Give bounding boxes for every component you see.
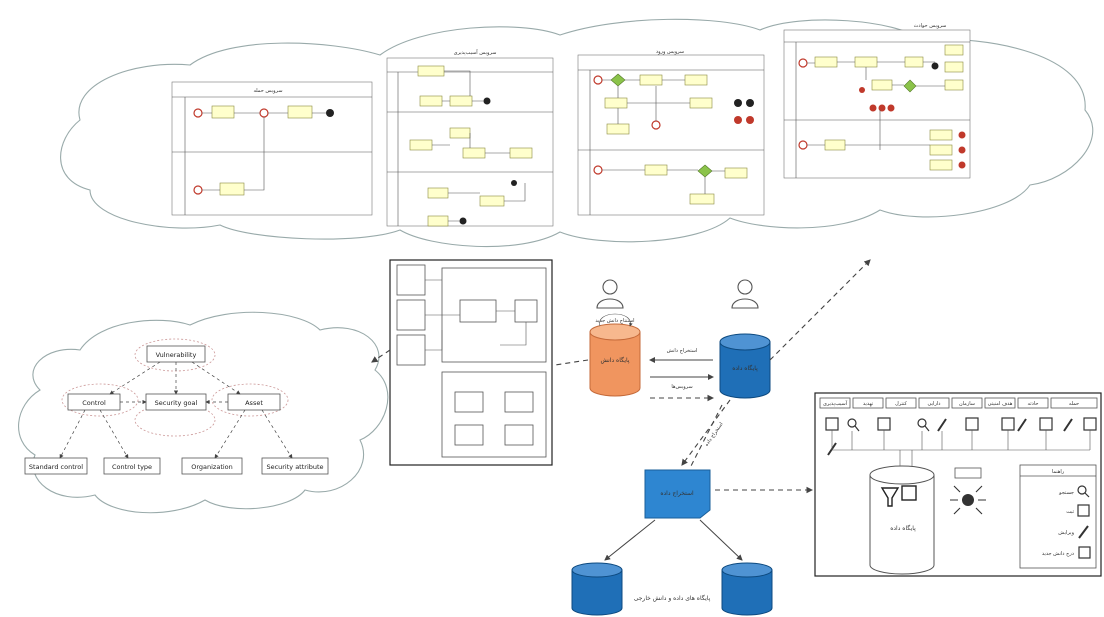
process-cloud: سرویس حمله سرویس آسیب‌پذیری <box>60 18 1094 248</box>
legend-item: جستجو <box>1058 490 1074 496</box>
ontology-node: Control type <box>112 463 152 471</box>
db-label: پایگاه داده <box>890 524 916 532</box>
ontology-node: Control <box>82 399 106 407</box>
crawler-icon <box>950 467 986 515</box>
tab-label: حمله <box>1069 401 1079 407</box>
ontology-node: Security attribute <box>266 463 323 471</box>
process-title: سرویس حمله <box>253 88 282 94</box>
external-db: پایگاه های داده و دانش خارجی <box>571 562 773 616</box>
tab-label: تهدید <box>863 401 874 407</box>
ontology-node: Organization <box>191 463 233 471</box>
service-panel: آسیب‌پذیری تهدید کنترل دارایی سازمان هدف… <box>814 392 1102 577</box>
bottom-label: پایگاه های داده و دانش خارجی <box>634 594 711 602</box>
legend: راهنما جستجو ثبت ویرایش درج دانش جدید <box>1019 464 1097 569</box>
arrow-label: سرویس‌ها <box>671 384 692 390</box>
knowledge-base-db: پایگاه دانش استنتاج دانش جدید <box>589 313 641 397</box>
data-extraction-box: استخراج داده <box>644 469 711 519</box>
user-icon <box>596 279 759 309</box>
center-area: پایگاه دانش استنتاج دانش جدید پایگاه داد… <box>571 279 773 616</box>
process-title: سرویس ورود <box>656 49 684 55</box>
inference-panel <box>389 259 553 466</box>
ontology-node: Vulnerability <box>156 351 197 359</box>
legend-title: راهنما <box>1052 469 1065 475</box>
tab-label: سازمان <box>959 401 975 407</box>
ontology-cloud: Vulnerability Control Security goal Asse… <box>18 311 389 514</box>
tab-row: آسیب‌پذیری تهدید کنترل دارایی سازمان هدف… <box>819 397 1098 409</box>
box-label: استخراج داده <box>660 490 694 497</box>
legend-item: درج دانش جدید <box>1042 551 1074 557</box>
tab-label: هدف امنیتی <box>988 401 1013 407</box>
ontology-node: Asset <box>245 399 263 407</box>
process-diagram-vulnerability: سرویس آسیب‌پذیری <box>386 49 554 227</box>
tab-label: آسیب‌پذیری <box>823 400 848 407</box>
legend-item: ویرایش <box>1058 530 1074 536</box>
process-diagram-entry: سرویس ورود <box>577 49 765 216</box>
ontology-node: Security goal <box>155 399 198 407</box>
legend-item: ثبت <box>1066 509 1074 515</box>
note-label: استخراج داده <box>704 421 725 447</box>
process-title: سرویس آسیب‌پذیری <box>454 49 497 56</box>
database-db: پایگاه داده <box>719 333 771 399</box>
process-title: سرویس حوادث <box>914 23 947 29</box>
db-label: پایگاه داده <box>732 364 758 372</box>
process-diagram-attack: سرویس حمله <box>171 81 373 216</box>
ontology-node: Standard control <box>29 463 83 471</box>
process-diagram-incident: سرویس حوادث <box>783 23 971 179</box>
tab-label: حادثه <box>1028 401 1039 407</box>
tab-label: دارایی <box>928 401 941 407</box>
tab-label: کنترل <box>895 401 907 407</box>
loop-label: استنتاج دانش جدید <box>595 318 634 324</box>
central-db: پایگاه داده <box>869 465 935 575</box>
db-label: پایگاه دانش <box>600 356 629 364</box>
arrow-label: استخراج دانش <box>667 348 698 354</box>
